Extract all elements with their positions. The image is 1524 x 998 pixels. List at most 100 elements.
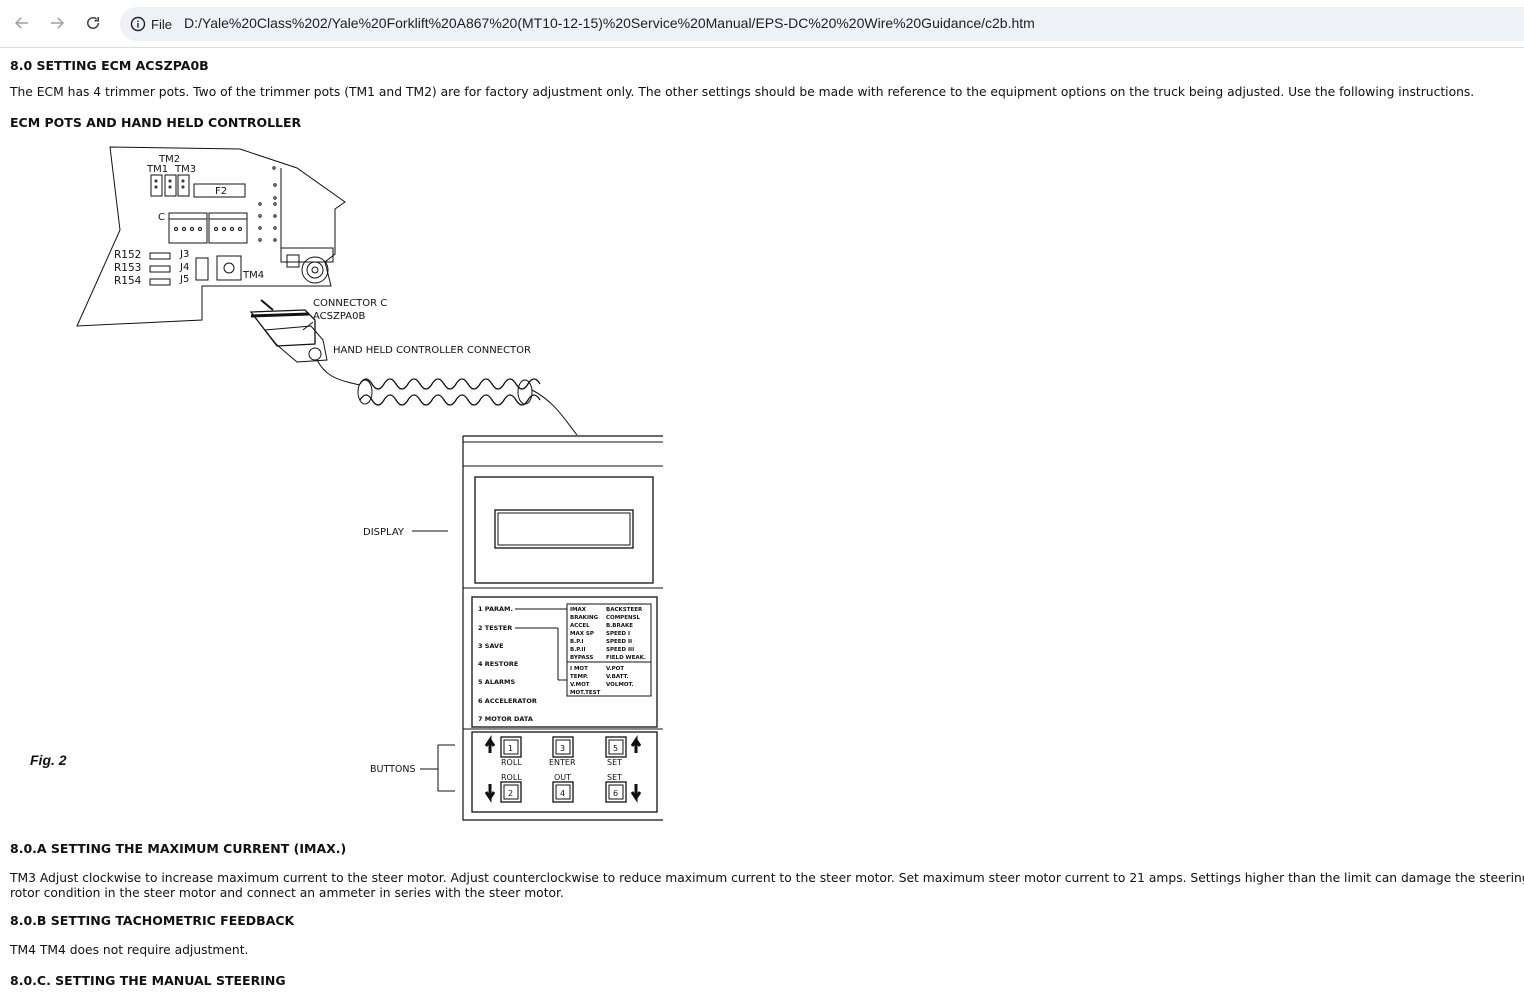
ecm-board	[76, 146, 346, 327]
param-speed-ii: SPEED II	[606, 639, 632, 645]
trimmer-tm4	[216, 255, 242, 281]
pin	[273, 202, 277, 206]
label-r152: R152	[114, 249, 141, 261]
menu-item-tester: 2 TESTER	[478, 624, 512, 632]
key-1-face	[503, 739, 519, 755]
site-info-chip[interactable]: File	[126, 11, 180, 37]
coiled-cable-top	[359, 378, 541, 390]
pin	[168, 179, 172, 183]
connector-block-right	[208, 212, 248, 244]
key-5	[605, 736, 627, 758]
param-bbrake: B.BRAKE	[606, 623, 633, 629]
intro-paragraph: The ECM has 4 trimmer pots. Two of the t…	[10, 85, 1475, 99]
reload-button[interactable]	[78, 8, 108, 38]
menu-item-param: 1 PARAM.	[478, 605, 513, 613]
key-2-label: 2	[508, 789, 513, 798]
connector-block-left	[168, 212, 208, 244]
key-6-label: 6	[613, 789, 618, 798]
arrow-right-icon	[51, 17, 65, 29]
pin	[273, 214, 277, 218]
arrow-down-icon	[484, 784, 496, 803]
key-roll-bottom-label: ROLL	[501, 773, 522, 782]
pin	[258, 238, 262, 242]
resistor-r154	[149, 278, 171, 286]
label-j4: J4	[179, 262, 189, 273]
info-icon	[130, 16, 146, 32]
forward-button[interactable]	[42, 8, 72, 38]
key-1-label: 1	[508, 744, 513, 753]
param-backsteer: BACKSTEER	[606, 607, 643, 613]
arrow-up-icon	[630, 735, 642, 753]
menu-item-restore: 4 RESTORE	[478, 660, 518, 668]
param-speed-iii: SPEED III	[606, 647, 634, 653]
key-out-label: OUT	[554, 773, 571, 782]
arrow-down-icon	[630, 784, 642, 803]
leader-line	[302, 321, 314, 331]
board-tab	[280, 247, 334, 263]
pin	[272, 166, 276, 170]
label-j3: J3	[179, 249, 189, 260]
label-connector-part: ACSZPA0B	[313, 311, 365, 322]
figure-caption: Fig. 2	[30, 752, 67, 768]
ecm-controller-diagram: TM2 TM1 TM3 F2 C R152 R153 R154	[76, 146, 663, 821]
trimmer-tm3	[177, 174, 190, 197]
param-bpii: B.P.II	[570, 647, 586, 653]
reload-icon	[87, 17, 99, 29]
key-2	[500, 781, 522, 803]
connector-pin	[260, 299, 274, 311]
param-bypass: BYPASS	[570, 655, 593, 661]
key-1	[500, 736, 522, 758]
site-info-label: File	[151, 16, 172, 32]
buttons-bracket	[420, 744, 455, 792]
address-bar[interactable]: File D:/Yale%20Class%202/Yale%20Forklift…	[120, 7, 1524, 41]
heading-manual-steering: 8.0.C. SETTING THE MANUAL STEERING	[10, 973, 286, 988]
tester-mot-test: MOT.TEST	[570, 690, 601, 696]
menu-item-accelerator: 6 ACCELERATOR	[478, 697, 537, 705]
max-current-paragraph-line1: TM3 Adjust clockwise to increase maximum…	[10, 871, 1524, 885]
jumper-block	[195, 257, 209, 281]
param-compensl: COMPENSL	[606, 615, 641, 621]
heading-ecm-pots: ECM POTS AND HAND HELD CONTROLLER	[10, 115, 302, 130]
tachometric-paragraph: TM4 TM4 does not require adjustment.	[10, 943, 249, 957]
menu-panel	[471, 596, 658, 728]
param-braking: BRAKING	[570, 615, 599, 621]
key-3-face	[555, 739, 571, 755]
pin	[273, 183, 277, 187]
label-display: DISPLAY	[363, 527, 405, 538]
cable	[531, 389, 578, 436]
hhc-connector-socket	[308, 347, 322, 361]
resistor-r152	[149, 252, 171, 260]
label-tm1: TM1	[146, 164, 168, 175]
pin	[273, 226, 277, 230]
param-field-weak: FIELD WEAK.	[606, 655, 646, 661]
coil-end	[357, 379, 373, 405]
label-buttons: BUTTONS	[370, 764, 416, 775]
heading-tachometric-feedback: 8.0.B SETTING TACHOMETRIC FEEDBACK	[10, 913, 295, 928]
url-text[interactable]: D:/Yale%20Class%202/Yale%20Forklift%20A8…	[184, 15, 1035, 31]
key-4-label: 4	[560, 789, 565, 798]
round-jack	[301, 256, 329, 284]
display-frame	[474, 476, 654, 584]
key-5-label: 5	[613, 744, 618, 753]
cable	[316, 359, 361, 386]
tester-temp: TEMP.	[570, 674, 588, 680]
trimmer-tm2	[164, 174, 177, 197]
tester-v-pot: V.POT	[606, 666, 624, 672]
pin	[273, 238, 277, 242]
heading-setting-ecm: 8.0 SETTING ECM ACSZPA0B	[10, 58, 209, 73]
fuse-f2	[193, 183, 246, 198]
trimmer-tm4-dial	[223, 262, 235, 274]
keypad-panel	[471, 731, 658, 813]
display-screen	[494, 509, 634, 549]
param-speed-i: SPEED I	[606, 631, 630, 637]
back-button[interactable]	[7, 8, 37, 38]
pin	[154, 179, 158, 183]
tester-v-mot: V.MOT	[570, 682, 590, 688]
key-3	[552, 736, 574, 758]
pin	[258, 226, 262, 230]
arrow-up-icon	[484, 735, 496, 753]
controller-body	[462, 435, 663, 821]
pin	[273, 196, 277, 200]
pin	[181, 179, 185, 183]
key-3-label: 3	[560, 744, 565, 753]
